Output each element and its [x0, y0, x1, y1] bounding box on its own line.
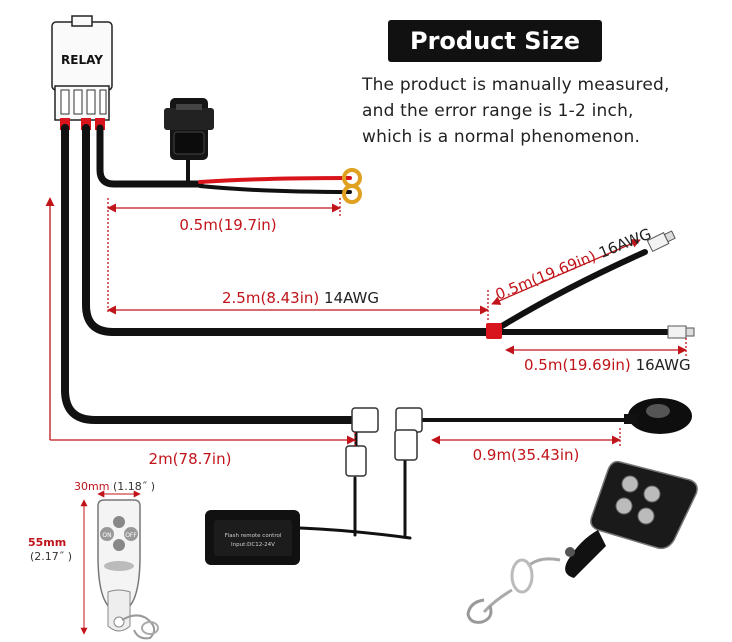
remote-width-mm: 30mm: [74, 480, 109, 493]
note-line-3: which is a normal phenomenon.: [362, 127, 641, 147]
dim-branch-upper: 0.5m(19.69in) 16AWG: [493, 225, 654, 304]
dim-branch-lower-gauge: 16AWG: [636, 356, 691, 374]
push-switch: [624, 398, 692, 434]
harness-wires: [61, 124, 671, 540]
title-banner: Product Size: [388, 20, 602, 62]
on-label: ON: [102, 532, 111, 539]
ring-terminal-black: [342, 184, 362, 204]
relay: RELAY: [51, 15, 113, 130]
remote-width-in: (1.18˝ ): [113, 480, 155, 493]
ring-terminals: [342, 168, 362, 204]
ring-wire-black: [198, 184, 352, 194]
on-button-icon: [100, 527, 114, 541]
dim-main-harness-gauge: 14AWG: [324, 289, 379, 307]
controller-label-2: Input:DC12-24V: [231, 542, 275, 548]
dim-branch-lower: 0.5m(19.69in) 16AWG: [524, 356, 691, 374]
dim-branch-lower-value: 0.5m(19.69in): [524, 356, 631, 374]
relay-label: RELAY: [61, 53, 103, 67]
off-button-icon: [124, 527, 138, 541]
dim-main-harness-value: 2.5m(8.43in): [222, 289, 319, 307]
dim-branch-upper-gauge: 16AWG: [596, 225, 654, 262]
spade-connector-lower: [667, 325, 695, 339]
note-line-2: and the error range is 1-2 inch,: [362, 101, 634, 121]
dimension-lines: [45, 197, 687, 635]
key-fob-remote: [466, 460, 698, 624]
main-wire: [82, 124, 496, 336]
remote-height-mm: 55mm: [28, 536, 66, 549]
measurement-note: The product is manually measured, and th…: [362, 72, 722, 150]
switch-wire: [61, 124, 359, 424]
dim-switch-cable: 2m(78.7in): [149, 450, 232, 468]
ring-wire-red: [198, 176, 352, 184]
remote-width: 30mm (1.18˝ ): [74, 480, 155, 493]
dim-switch-power: 0.5m(19.7in): [179, 216, 276, 234]
connector-plugs: [345, 407, 423, 477]
dim-branch-upper-value: 0.5m(19.69in): [493, 247, 599, 304]
dim-main-harness: 2.5m(8.43in) 14AWG: [222, 289, 379, 307]
controller-label-1: Flash remote control: [225, 533, 282, 539]
off-label: OFF: [125, 532, 137, 539]
note-line-1: The product is manually measured,: [362, 75, 670, 95]
remote-sketch: ON OFF: [97, 499, 159, 640]
remote-height-in: (2.17˝ ): [30, 550, 72, 563]
controller-wire-c: [298, 526, 412, 540]
dim-controller-cable: 0.9m(35.43in): [473, 446, 580, 464]
fuse-holder: [164, 98, 214, 160]
spade-connector-upper: [646, 230, 676, 253]
power-wire: [96, 124, 204, 188]
page-title: Product Size: [410, 27, 580, 55]
relay-tab: [71, 15, 93, 27]
split-joint: [486, 323, 502, 339]
controller-box: Flash remote control Input:DC12-24V: [205, 510, 300, 565]
